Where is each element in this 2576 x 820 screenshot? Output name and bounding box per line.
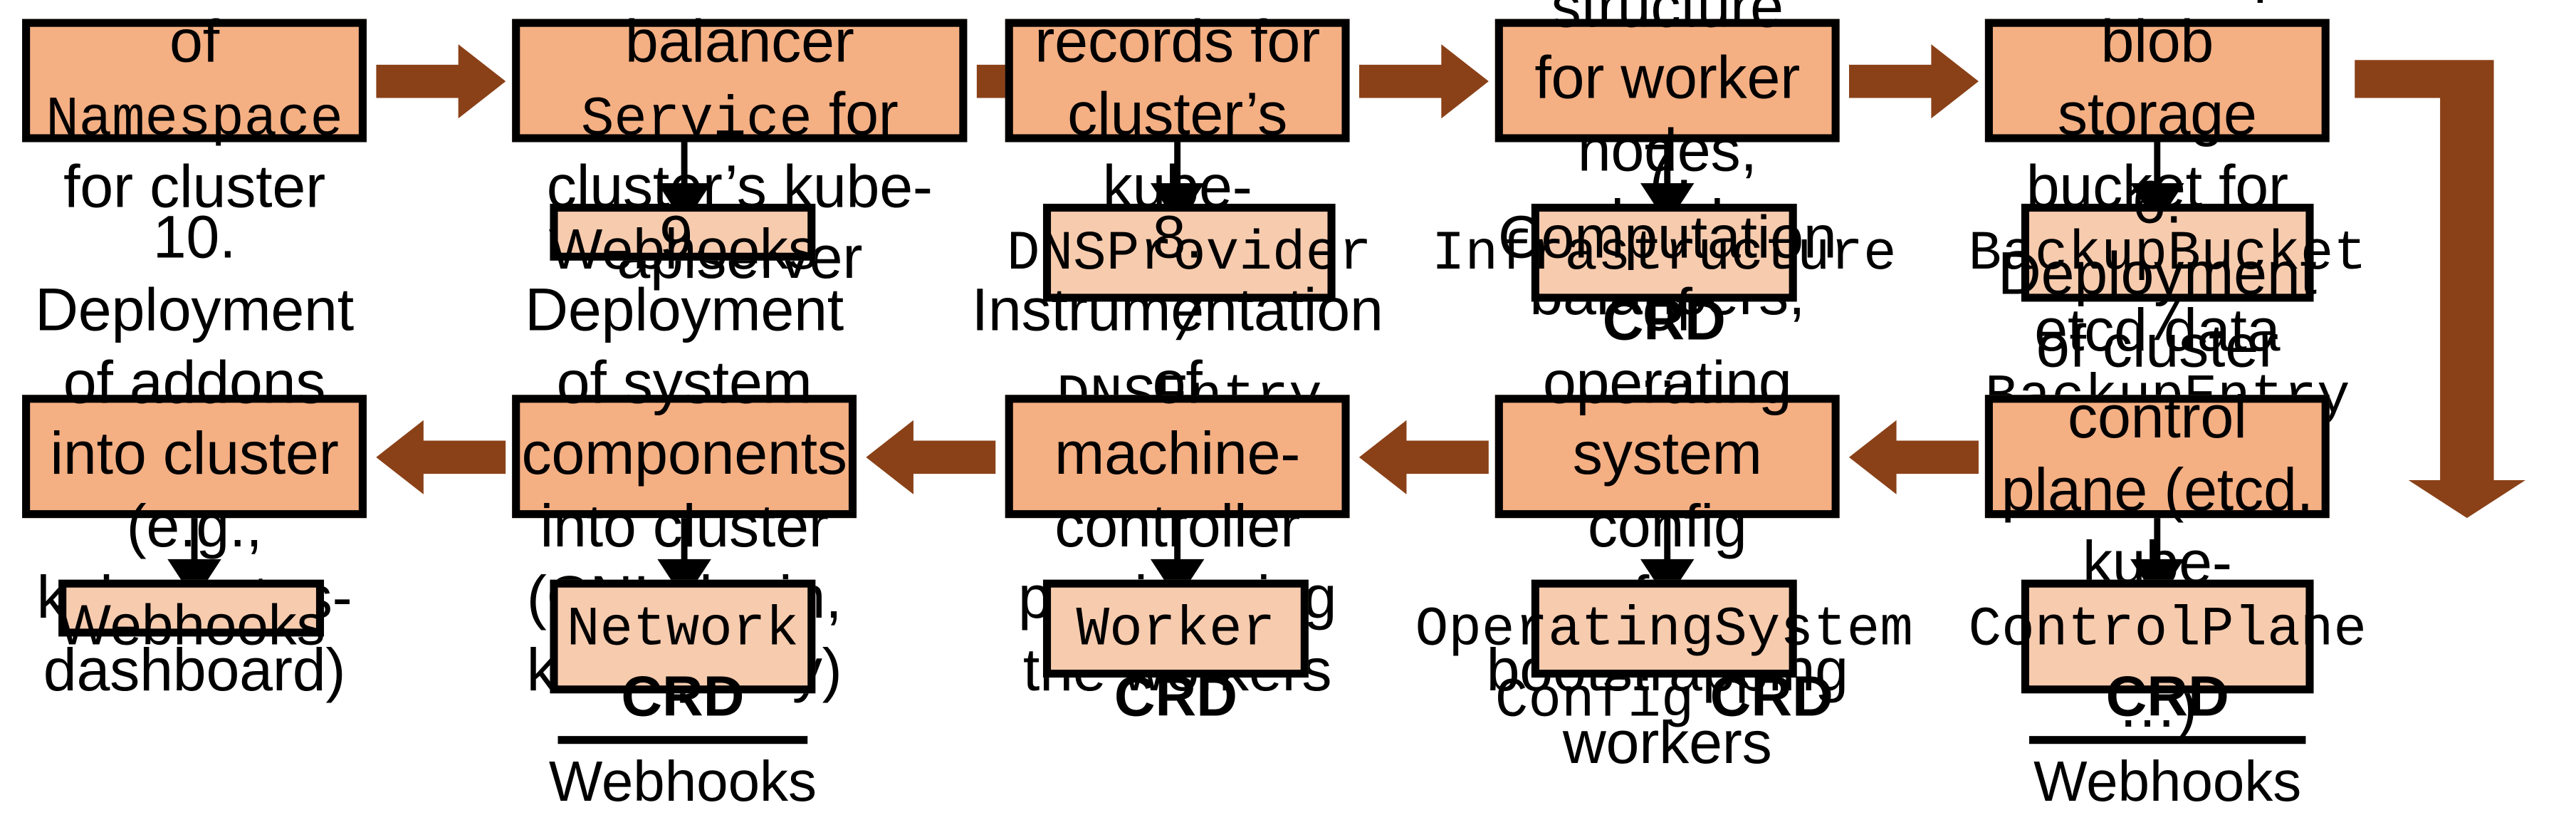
connector-line-step-10 (191, 518, 198, 564)
artifact-label: Webhooks (548, 748, 817, 814)
step-4-line-2: structure for worker (1534, 0, 1801, 113)
step-5-line-1: 5. Preparation of backup (2003, 0, 2312, 4)
step-1-line-3: for cluster (63, 154, 325, 221)
flow-arrow-4-to-5 (1848, 44, 1979, 119)
step-box-8[interactable]: 8. Instrumentation of machine-controller… (972, 206, 1383, 705)
step-box-3[interactable]: 3. Creation of DNS records for cluster’s… (1005, 0, 1350, 293)
flow-arrow-7-to-8 (1358, 420, 1489, 494)
artifact-cell-webhooks: Webhooks (549, 735, 817, 820)
artifact-label: Network CRD (566, 598, 800, 729)
step-7-line-2: operating system config (1542, 350, 1792, 561)
step-9-line-1: 9. Deployment of system (525, 206, 844, 417)
artifact-label: ControlPlane CRD (1968, 598, 2367, 729)
connector-line-step-9 (681, 518, 688, 564)
artifact-box-step-8[interactable]: Worker CRD (1042, 579, 1309, 729)
artifact-cell-osc-crd: OperatingSystem Config CRD (1415, 588, 1913, 740)
connector-line-step-6 (2154, 518, 2161, 564)
artifact-box-step-4[interactable]: Infrastructure CRD (1432, 203, 1897, 353)
connector-line-step-2 (681, 142, 688, 188)
step-3-line-1: 3. Creation of DNS (1032, 0, 1324, 4)
artifact-label: OperatingSystem Config CRD (1415, 598, 1913, 734)
artifact-cell-webhooks: Webhooks (58, 588, 325, 664)
step-1-line-2: Namespace (46, 88, 343, 152)
artifact-cell-controlplane-crd: ControlPlane CRD (1969, 588, 2367, 736)
connector-line-step-7 (1664, 518, 1671, 564)
step-6-line-2: control plane (etcd, (2001, 385, 2313, 525)
step-box-6[interactable]: 6. Deployment of cluster control plane (… (1984, 170, 2330, 740)
artifact-label: Worker CRD (1076, 598, 1276, 729)
connector-line-step-8 (1174, 518, 1181, 564)
step-box-10[interactable]: 10. Deployment of addons into cluster (e… (22, 206, 367, 705)
artifact-box-step-6[interactable]: ControlPlane CRD Webhooks (1969, 579, 2367, 813)
artifact-box-step-7[interactable]: OperatingSystem Config CRD (1415, 579, 1913, 733)
flow-arrow-3-to-4 (1358, 44, 1489, 119)
step-box-1[interactable]: 1. Creation of Namespace for cluster (22, 0, 367, 221)
step-3-line-2: records for cluster’s (1035, 10, 1320, 149)
flow-arrow-8-to-9 (866, 420, 996, 494)
artifact-cell-worker-crd: Worker CRD (1051, 588, 1301, 736)
artifact-label: Infrastructure CRD (1431, 222, 1897, 353)
artifact-box-step-2[interactable]: Webhooks (549, 203, 817, 281)
connector-line-step-5 (2154, 142, 2161, 188)
step-box-9[interactable]: 9. Deployment of system components into … (512, 206, 857, 705)
artifact-cell-webhooks: Webhooks (2029, 735, 2306, 820)
step-7-line-1: 7. Computation of (1497, 134, 1837, 345)
artifact-cell-network-crd: Network CRD (558, 588, 808, 736)
flow-arrow-6-to-7 (1848, 420, 1979, 494)
flow-arrow-9-to-10 (376, 420, 506, 494)
artifact-cell-infrastructure-crd: Infrastructure CRD (1432, 212, 1897, 360)
step-2-line-2: balancer Service for (580, 9, 899, 152)
artifact-label: Webhooks (57, 592, 325, 658)
artifact-box-step-10[interactable]: Webhooks (58, 579, 325, 657)
step-box-7[interactable]: 7. Computation of operating system confi… (1487, 134, 1848, 777)
artifact-label: Webhooks (548, 216, 817, 281)
artifact-cell-webhooks: Webhooks (549, 212, 817, 288)
step-box-4[interactable]: 4. Preparation of infra- structure for w… (1494, 0, 1840, 400)
step-box-2[interactable]: 2. Creation of load balancer Service for… (512, 0, 968, 293)
artifact-box-step-9[interactable]: Network CRD Webhooks (549, 579, 817, 813)
step-box-5[interactable]: 5. Preparation of backup blob storage bu… (1984, 0, 2330, 365)
flow-arrow-5-to-6-elbow (2328, 44, 2557, 519)
connector-line-step-4 (1664, 142, 1671, 188)
artifact-label: Webhooks (2033, 748, 2302, 814)
step-2-line-1: 2. Creation of load (560, 0, 918, 4)
step-6-line-1: 6. Deployment of cluster (1997, 170, 2317, 380)
diagram-canvas: 1. Creation of Namespace for cluster 2. … (22, 0, 2557, 813)
step-1-text: 1. Creation of Namespace for cluster (46, 0, 343, 225)
step-8-line-1: 8. Instrumentation of (971, 206, 1383, 417)
connector-line-step-3 (1174, 142, 1181, 188)
step-1-line-1: 1. Creation of (48, 0, 340, 76)
step-10-line-1: 10. Deployment of addons (35, 206, 354, 417)
flow-arrow-1-to-2 (376, 44, 506, 119)
